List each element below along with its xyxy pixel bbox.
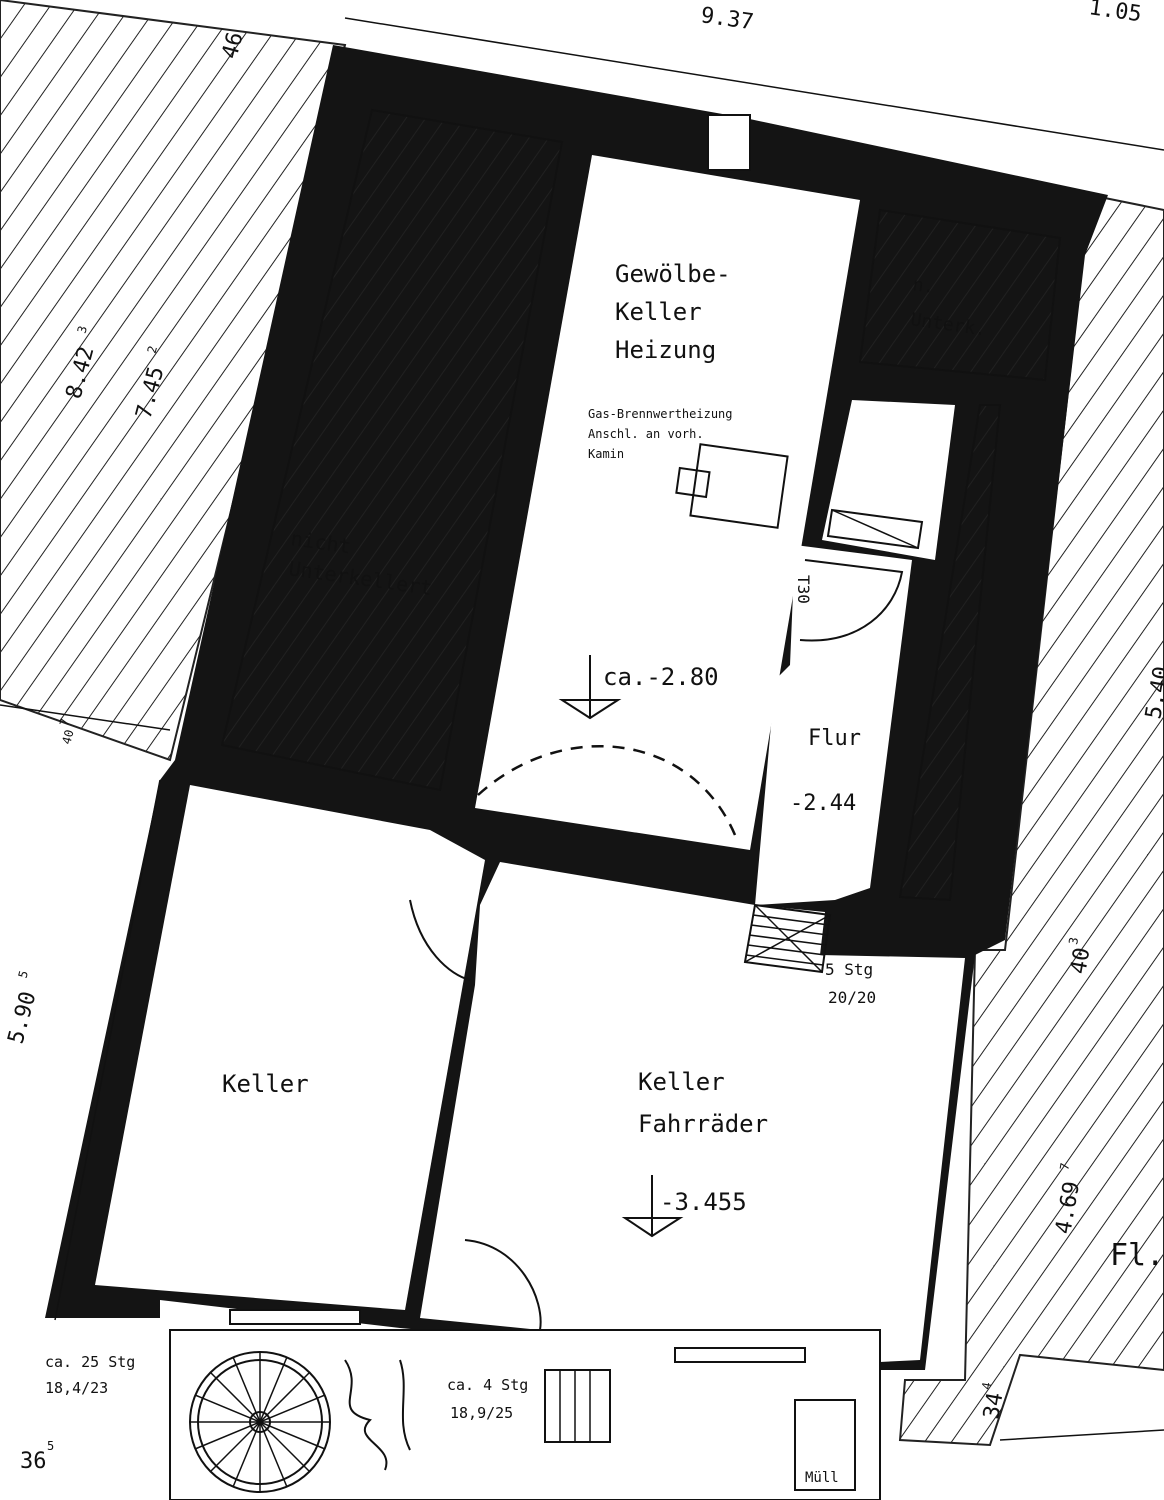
dim-left-407: 40 (59, 728, 76, 746)
dim-right-403-sup: 3 (1066, 936, 1081, 946)
dim-right-fl: Fl. (1110, 1238, 1164, 1273)
dim-left-7452-sup: 2 (145, 344, 160, 355)
label-stairs-outer-left-1: ca. 25 Stg (45, 1353, 135, 1371)
label-heating-note-3: Kamin (588, 447, 624, 461)
window-bottom-right (674, 1347, 806, 1363)
vault-arc (477, 744, 737, 836)
dim-right-344: 34 (979, 1391, 1008, 1421)
dim-right-344-sup: 4 (979, 1381, 994, 1391)
label-heating-note-2: Anschl. an vorh. (588, 427, 704, 441)
fahrrad-door-swing (464, 1239, 542, 1331)
heating-unit (689, 443, 789, 529)
label-level-gewoelbe: ca.-2.80 (603, 663, 719, 691)
dim-top-right: 1.05 (1087, 0, 1143, 27)
label-heating-note-1: Gas-Brennwertheizung (588, 407, 733, 421)
dim-left-8423-sup: 3 (75, 324, 90, 335)
label-stairs-outer-mid-2: 18,9/25 (450, 1404, 513, 1422)
label-stairs-inner-2: 20/20 (828, 988, 876, 1007)
window-bottom-left (229, 1309, 361, 1325)
room-n-unterk (858, 208, 1062, 382)
level-marker-gewoelbe: ca.-2.80 (558, 655, 719, 720)
dim-top-width: 9.37 (699, 3, 755, 35)
dim-right-403: 40 (1066, 946, 1095, 976)
hatched-area-left (0, 0, 347, 762)
label-n-unterk-1: n. (911, 274, 935, 298)
dim-left-5905: 5.90 (4, 989, 42, 1047)
label-gewoelbe-2: Keller (615, 298, 702, 326)
label-stairs-inner-1: 5 Stg (825, 960, 873, 979)
label-keller: Keller (222, 1070, 309, 1098)
top-window (707, 114, 751, 171)
dim-left-407-sup: 7 (57, 717, 72, 728)
label-stairs-outer-left-2: 18,4/23 (45, 1379, 108, 1397)
room-flur (755, 545, 912, 905)
room-flur-right-hatched (898, 404, 1002, 902)
dim-bottom-365: 36 (20, 1449, 47, 1474)
label-flur: Flur (808, 726, 861, 751)
keller-door-swing (409, 899, 471, 981)
t30-door-swing (799, 559, 904, 642)
stairs-5-stg (743, 903, 832, 974)
label-level-keller: -3.455 (660, 1188, 747, 1216)
spiral-staircase (189, 1351, 331, 1493)
label-gewoelbe-3: Heizung (615, 336, 716, 364)
dim-bottom-365-sup: 5 (47, 1439, 54, 1453)
room-gewoelbe-keller (475, 155, 860, 850)
room-keller (95, 785, 485, 1310)
outer-stairs-mid (544, 1369, 611, 1443)
dim-right-4697-sup: 7 (1057, 1162, 1072, 1172)
dim-left-5905-sup: 5 (16, 969, 31, 980)
label-gewoelbe-1: Gewölbe- (615, 260, 731, 288)
label-muell: Müll (805, 1470, 839, 1486)
label-keller-fahrraeder-2: Fahrräder (638, 1110, 768, 1138)
heating-unit-chimney (675, 466, 711, 499)
room-keller-fahrraeder (420, 862, 965, 1362)
room-nicht-unterkellert (220, 108, 564, 792)
level-marker-keller: -3.455 (621, 1175, 747, 1238)
label-stairs-outer-mid-1: ca. 4 Stg (447, 1376, 528, 1394)
label-door-t30: T30 (794, 575, 813, 604)
label-flur-level: -2.44 (790, 791, 856, 816)
label-keller-fahrraeder-1: Keller (638, 1068, 725, 1096)
muell-box (794, 1399, 856, 1491)
plant-sketch (344, 1359, 411, 1471)
